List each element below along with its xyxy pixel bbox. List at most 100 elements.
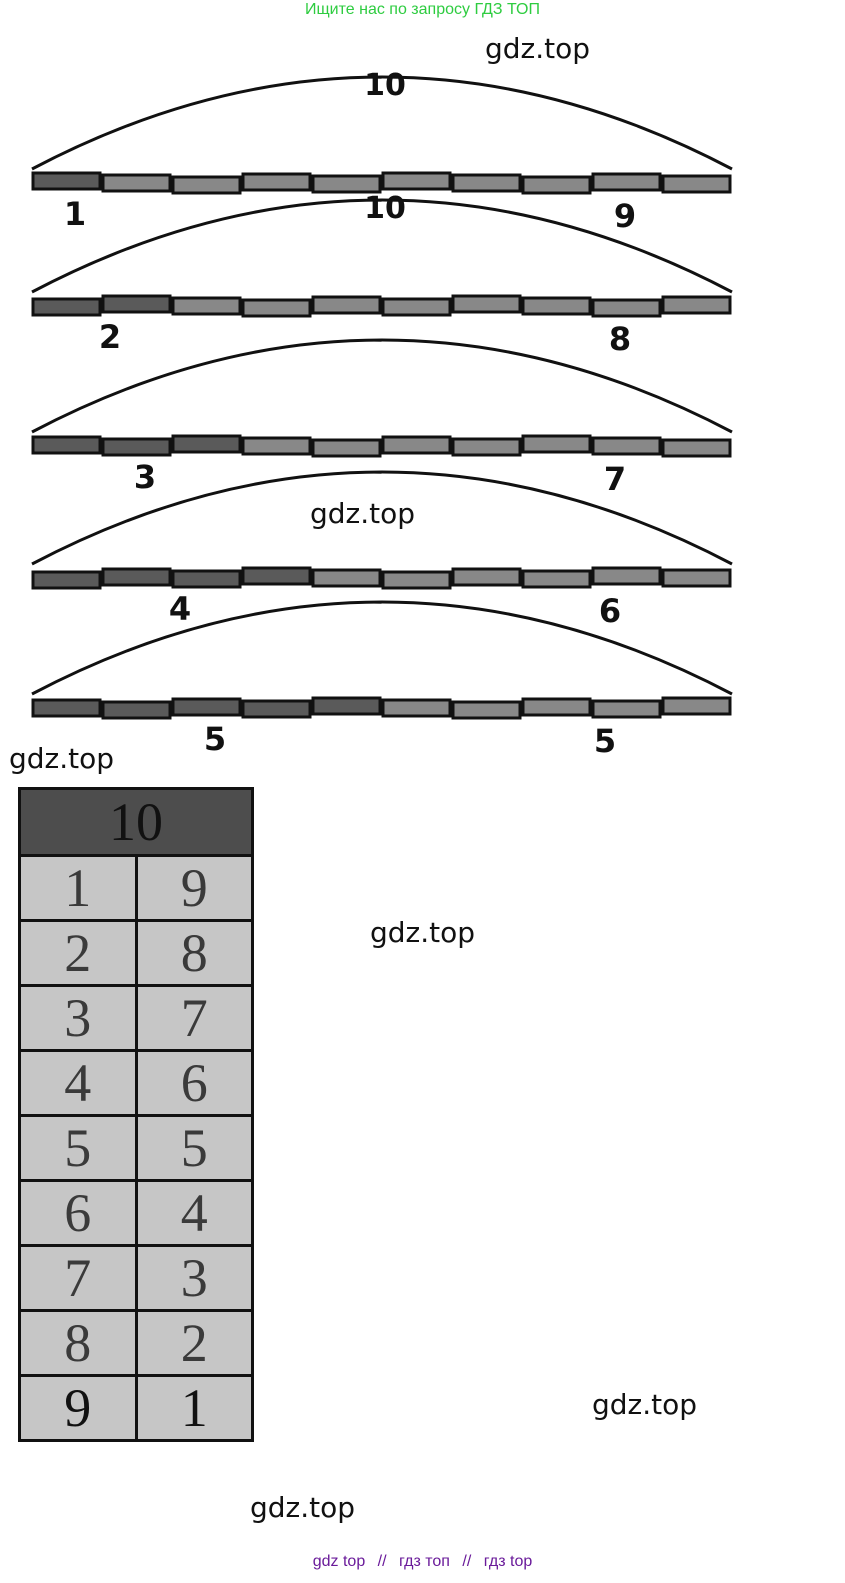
footer-link[interactable]: гдз top (483, 1553, 533, 1570)
total-label: 10 (364, 68, 406, 103)
first-addend-cell: 4 (18, 1049, 138, 1117)
right-part-segment (381, 297, 452, 317)
second-addend-cell: 7 (134, 984, 254, 1052)
watermark: gdz.top (310, 497, 416, 530)
right-part-segment (451, 294, 522, 314)
first-addend-cell: 8 (18, 1309, 138, 1377)
watermark: gdz.top (485, 32, 591, 65)
right-part-segment (381, 698, 452, 718)
table-header: 10 (18, 787, 254, 857)
second-addend-cell: 9 (134, 854, 254, 922)
right-part-segment (451, 567, 522, 587)
left-part-label: 3 (134, 458, 156, 496)
left-part-segment (171, 697, 242, 717)
right-part-segment (521, 434, 592, 454)
total-arc (31, 470, 733, 566)
second-addend-cell: 2 (134, 1309, 254, 1377)
right-part-segment (661, 438, 732, 458)
right-part-segment (451, 700, 522, 720)
right-part-segment (451, 437, 522, 457)
watermark: gdz.top (370, 916, 476, 949)
first-addend-cell: 2 (18, 919, 138, 987)
right-part-segment (661, 568, 732, 588)
right-part-segment (311, 568, 382, 588)
right-part-segment (381, 435, 452, 455)
right-part-segment (661, 174, 732, 194)
total-arc (31, 600, 733, 696)
footer-link[interactable]: gdz top (312, 1553, 366, 1570)
first-addend-cell: 6 (18, 1179, 138, 1247)
right-part-segment (241, 436, 312, 456)
left-part-segment (101, 437, 172, 457)
right-part-label: 5 (594, 722, 616, 760)
right-part-segment (311, 438, 382, 458)
second-addend-cell: 5 (134, 1114, 254, 1182)
right-part-label: 8 (609, 320, 631, 358)
left-part-segment (31, 171, 102, 191)
second-addend-cell: 4 (134, 1179, 254, 1247)
right-part-segment (521, 697, 592, 717)
total-arc (31, 75, 733, 171)
right-part-segment (311, 174, 382, 194)
watermark: gdz.top (592, 1388, 698, 1421)
footer-links: gdz top // гдз топ // гдз top (0, 1553, 845, 1571)
right-part-segment (591, 566, 662, 586)
right-part-segment (311, 295, 382, 315)
total-arc (31, 198, 733, 294)
left-part-segment (241, 566, 312, 586)
second-addend-cell: 6 (134, 1049, 254, 1117)
right-part-segment (591, 699, 662, 719)
first-addend-cell: 3 (18, 984, 138, 1052)
left-part-segment (311, 696, 382, 716)
right-part-segment (101, 173, 172, 193)
right-part-segment (451, 173, 522, 193)
watermark: gdz.top (250, 1491, 356, 1524)
right-part-segment (521, 296, 592, 316)
first-addend-cell: 5 (18, 1114, 138, 1182)
total-label: 10 (364, 191, 406, 226)
left-part-segment (101, 700, 172, 720)
footer-separator: // (377, 1553, 387, 1570)
right-part-segment (241, 298, 312, 318)
left-part-segment (31, 698, 102, 718)
right-part-segment (171, 175, 242, 195)
right-part-segment (241, 172, 312, 192)
search-banner: Ищите нас по запросу ГДЗ ТОП (305, 1, 540, 18)
left-part-label: 4 (169, 590, 191, 628)
left-part-segment (31, 297, 102, 317)
right-part-label: 7 (604, 460, 626, 498)
left-part-segment (31, 570, 102, 590)
total-arc (31, 338, 733, 434)
right-part-segment (661, 696, 732, 716)
right-part-label: 9 (614, 197, 636, 235)
right-part-segment (171, 296, 242, 316)
second-addend-cell: 8 (134, 919, 254, 987)
left-part-segment (101, 567, 172, 587)
left-part-label: 1 (64, 195, 86, 233)
left-part-segment (171, 569, 242, 589)
first-addend-cell: 7 (18, 1244, 138, 1312)
right-part-segment (591, 172, 662, 192)
second-addend-cell: 3 (134, 1244, 254, 1312)
right-part-segment (521, 175, 592, 195)
right-part-segment (661, 295, 732, 315)
left-part-segment (101, 294, 172, 314)
right-part-label: 6 (599, 592, 621, 630)
first-addend-cell: 9 (18, 1374, 138, 1442)
footer-link[interactable]: гдз топ (399, 1553, 450, 1570)
first-addend-cell: 1 (18, 854, 138, 922)
second-addend-cell: 1 (134, 1374, 254, 1442)
left-part-segment (31, 435, 102, 455)
right-part-segment (381, 570, 452, 590)
